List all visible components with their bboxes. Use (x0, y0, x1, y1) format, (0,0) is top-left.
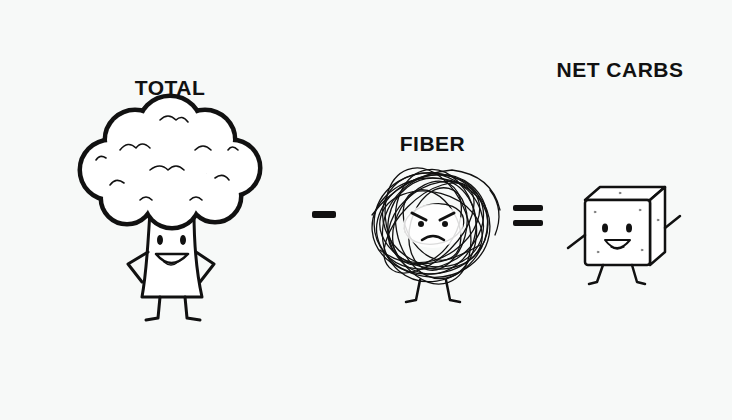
character-node: NET CARBS (555, 58, 685, 288)
minus-sign (312, 211, 336, 218)
sugar-cube-character (568, 187, 680, 284)
fiber-ball-character (361, 153, 510, 303)
broccoli-character (80, 96, 260, 320)
node-heading: FIBER (350, 132, 515, 156)
node-heading: NET CARBS (535, 58, 705, 82)
equals-sign (513, 205, 543, 226)
character-node: TOTAL (75, 76, 265, 326)
node-heading: TOTAL (55, 76, 285, 100)
character-node: FIBER (370, 132, 495, 307)
